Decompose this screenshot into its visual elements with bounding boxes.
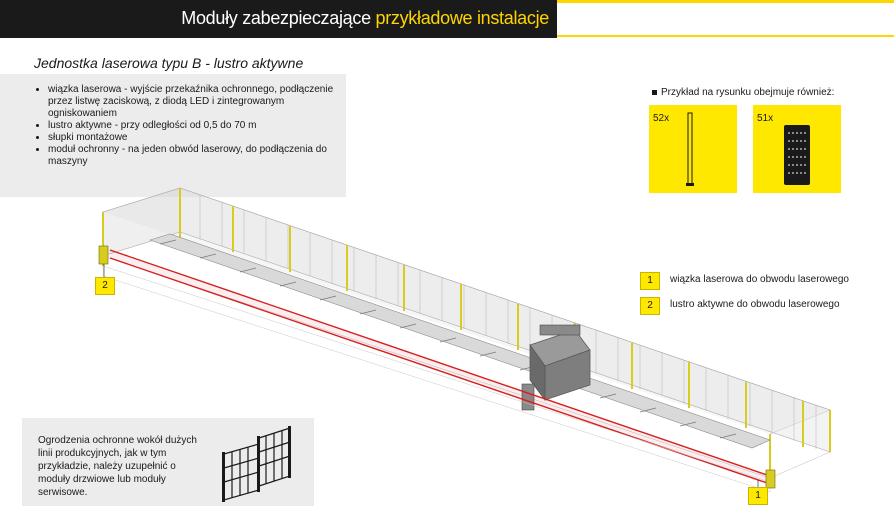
- spec-item: lustro aktywne - przy odległości od 0,5 …: [48, 120, 348, 132]
- fence-mesh: [199, 195, 817, 449]
- legend-text: lustro aktywne do obwodu laserowego: [670, 299, 840, 310]
- roller-conveyor: [149, 233, 771, 449]
- header-accent-line-bottom: [557, 35, 894, 37]
- note-box: Ogrodzenia ochronne wokół dużych linii p…: [22, 418, 314, 506]
- active-mirror-unit: [98, 245, 109, 265]
- spec-box: [0, 74, 346, 197]
- spec-list: wiązka laserowa - wyjście przekaźnika oc…: [34, 84, 348, 168]
- section-subtitle: Jednostka laserowa typu B - lustro aktyw…: [34, 55, 304, 71]
- conveyor-rollers: [159, 239, 737, 439]
- bullet-square-icon: [652, 90, 657, 95]
- fence-panel-count: 51x: [757, 113, 774, 124]
- header-bar: Moduły zabezpieczające przykładowe insta…: [0, 0, 557, 38]
- diagram-tag-laser: 1: [748, 487, 768, 505]
- door-module-icon: [222, 426, 291, 502]
- fence-panel: 51x: [753, 105, 841, 193]
- laser-beam-unit: [765, 469, 776, 489]
- diagram-tag-mirror: 2: [95, 277, 115, 295]
- legend-text: wiązka laserowa do obwodu laserowego: [670, 274, 849, 285]
- post-panel: 52x: [649, 105, 737, 193]
- fence-front-base: [102, 265, 771, 493]
- legend-number-tag: 2: [640, 297, 660, 315]
- title-highlight: przykładowe instalacje: [375, 8, 550, 28]
- fence-panel-icon: [784, 125, 810, 185]
- laser-zone: [110, 250, 770, 484]
- spec-item: słupki montażowe: [48, 132, 348, 144]
- post-count: 52x: [653, 113, 670, 124]
- page-title: Moduły zabezpieczające przykładowe insta…: [181, 8, 549, 29]
- note-text: Ogrodzenia ochronne wokół dużych linii p…: [38, 435, 197, 498]
- spec-item: wiązka laserowa - wyjście przekaźnika oc…: [48, 84, 348, 120]
- post-icon: [686, 112, 694, 186]
- spec-item: moduł ochronny - na jeden obwód laserowy…: [48, 144, 348, 168]
- fence-back-side: [179, 187, 831, 453]
- header-accent-line: [557, 0, 894, 3]
- legend-number-tag: 1: [640, 272, 660, 290]
- saw-machine: [521, 324, 591, 411]
- title-main: Moduły zabezpieczające: [181, 8, 371, 28]
- example-label: Przykład na rysunku obejmuje również:: [661, 87, 835, 98]
